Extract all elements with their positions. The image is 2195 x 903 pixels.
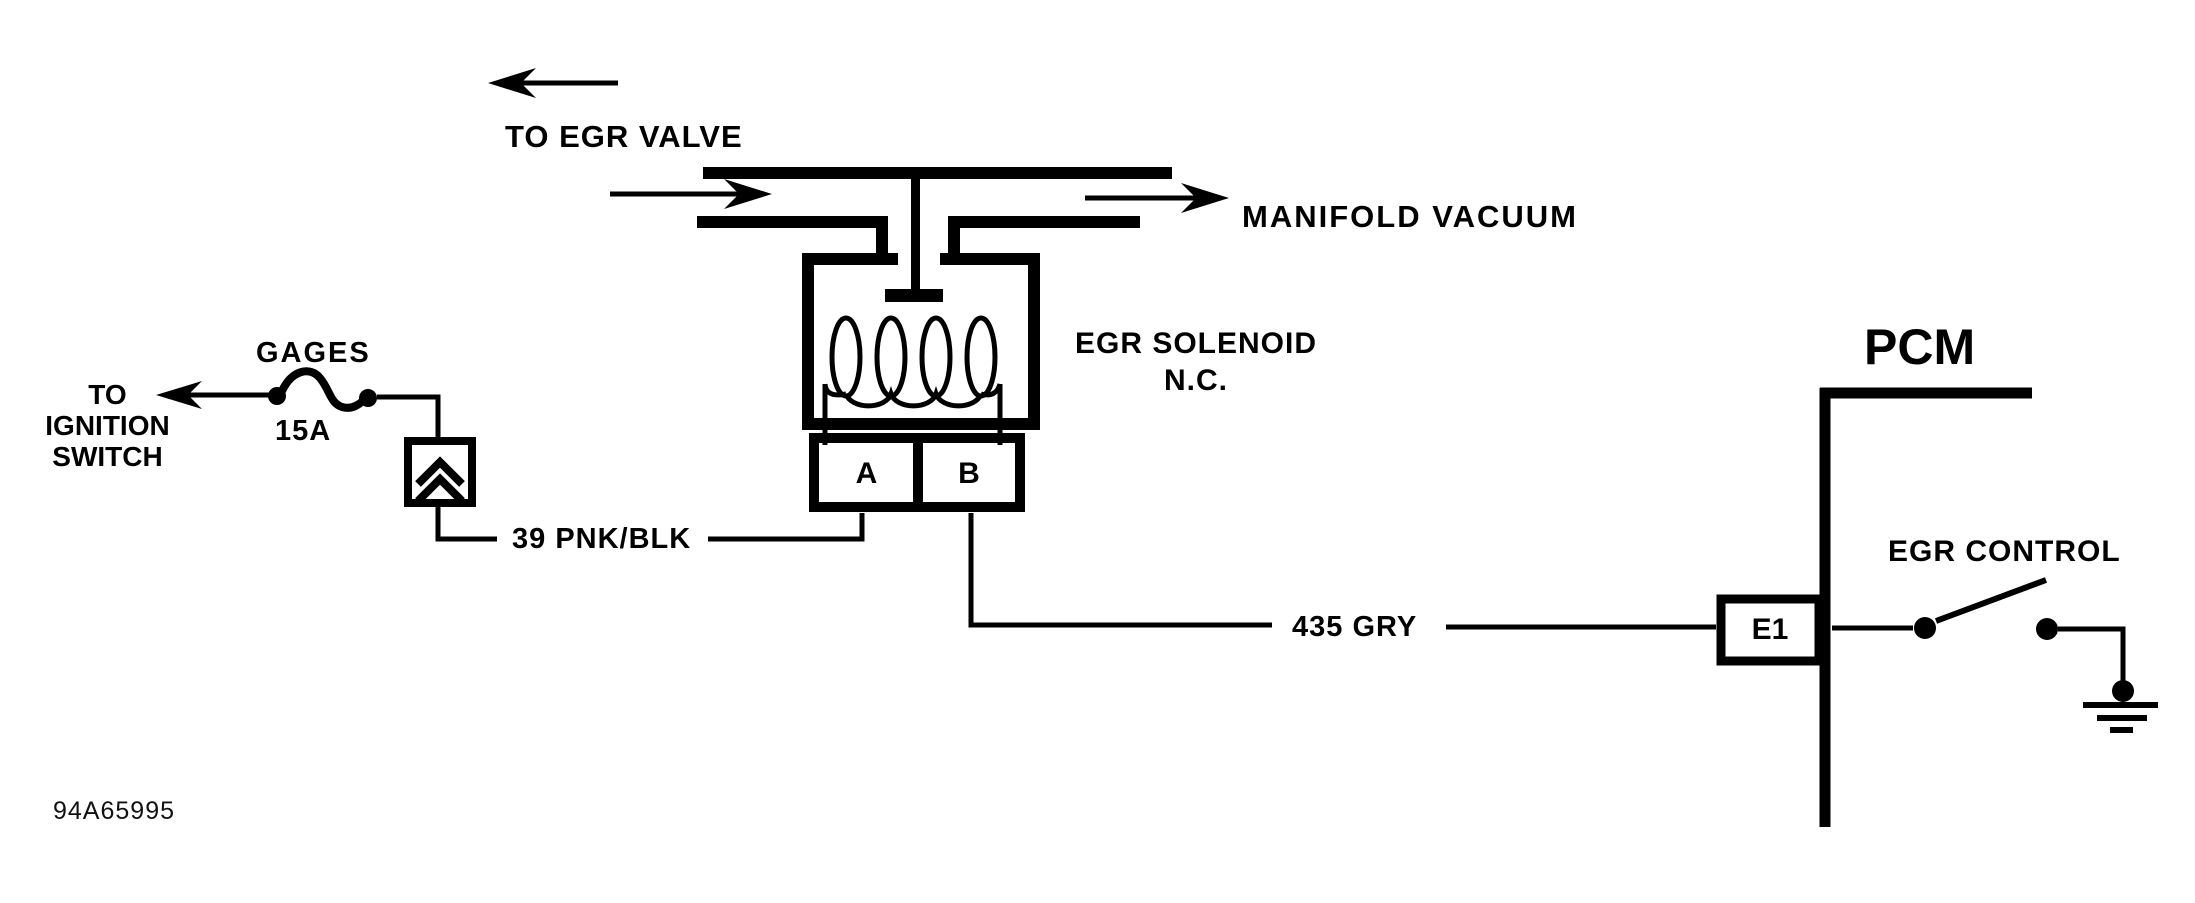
fuse-rating-label: 15A [275,415,332,447]
egr-control-label: EGR CONTROL [1888,535,2121,568]
fuse-symbol [268,367,441,440]
egr-control-switch [1832,577,2126,681]
solenoid-coil [822,315,1003,445]
to-egr-valve-arrow-icon [488,68,618,98]
pcm-bracket [1819,387,2032,827]
egr-solenoid-label: EGR SOLENOID N.C. [1058,325,1334,399]
to-egr-valve-label: TO EGR VALVE [505,119,743,154]
vacuum-valve-symbol [697,167,1172,302]
fuse-name-label: GAGES [256,337,371,369]
pcm-label: PCM [1864,319,1976,375]
solenoid-housing [802,253,1040,430]
e1-connector-box [1716,594,1824,666]
manifold-vacuum-arrow-icon [1085,183,1229,213]
solenoid-terminal-block [809,433,1025,512]
ground-icon [2083,680,2158,733]
wire-39-pnk-blk [435,505,865,542]
to-ignition-switch-line1: TO [88,379,127,410]
wire-39-label: 39 PNK/BLK [512,523,692,555]
terminal-b-label: B [958,456,980,490]
egr-solenoid-label-line1: EGR SOLENOID [1074,327,1318,360]
terminal-a-label: A [855,456,878,490]
ignition-arrow-icon [156,381,277,409]
terminal-e1-label: E1 [1751,613,1789,646]
splice-connector-icon [404,437,476,507]
to-ignition-switch-line3: SWITCH [52,441,163,472]
inlet-arrow-icon [610,179,772,209]
to-ignition-switch-line2: IGNITION [45,410,170,441]
egr-solenoid-label-line2: N.C. [1164,364,1228,397]
wire-435-gry [968,513,1716,630]
wire-435-label: 435 GRY [1292,611,1418,643]
document-id: 94A65995 [53,797,176,825]
to-ignition-switch-label: TO IGNITION SWITCH [20,379,195,472]
manifold-vacuum-label: MANIFOLD VACUUM [1242,199,1578,234]
